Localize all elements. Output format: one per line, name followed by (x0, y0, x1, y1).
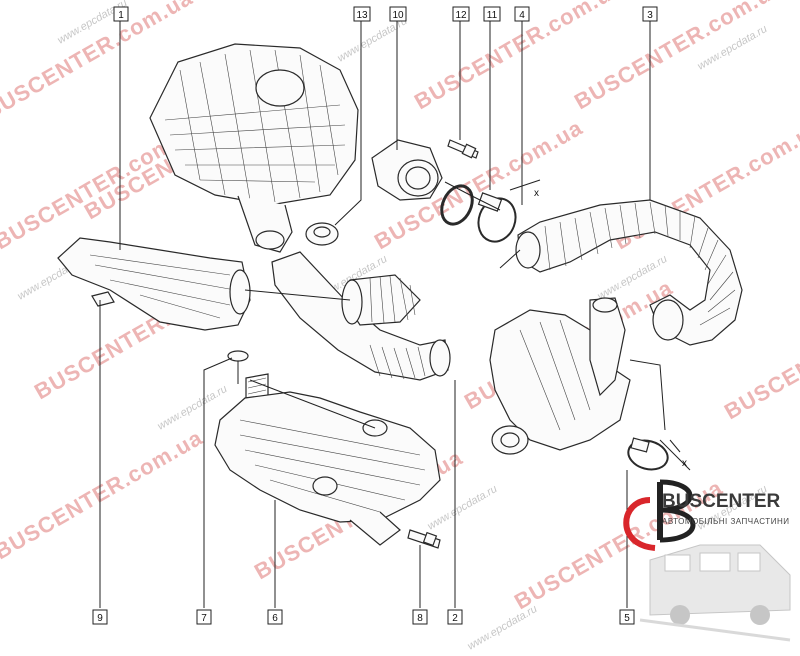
logo-tagline: АВТОМОБІЛЬНІ ЗАПЧАСТИНИ (662, 517, 789, 526)
watermark-brand: BUSCENTER.com.ua (570, 0, 787, 114)
callout-text: 6 (272, 613, 278, 624)
callout-5: 5 (619, 609, 635, 625)
callout-8: 8 (412, 609, 428, 625)
lower-air-box (214, 391, 441, 546)
hose-clamp-upper (477, 192, 517, 243)
dimension-mark-x: x (682, 458, 687, 469)
callout-text: 1 (118, 10, 124, 21)
callout-labels: 1 13 10 12 11 4 3 9 7 6 8 2 5 (92, 6, 658, 625)
callout-7: 7 (196, 609, 212, 625)
callout-text: 8 (417, 613, 423, 624)
buscenter-logo: BUSCENTER АВТОМОБІЛЬНІ ЗАПЧАСТИНИ (623, 479, 789, 551)
watermark-site: www.epcdata.ru (336, 15, 410, 65)
callout-text: 2 (452, 613, 458, 624)
callout-13: 13 (353, 6, 371, 22)
callout-4: 4 (514, 6, 530, 22)
air-intake-duct (57, 237, 251, 331)
callout-text: 13 (356, 10, 368, 21)
callout-text: 10 (392, 10, 404, 21)
callout-text: 7 (201, 613, 207, 624)
bolt-part-12 (447, 139, 479, 159)
callout-9: 9 (92, 609, 108, 625)
watermark-site: www.epcdata.ru (426, 483, 500, 533)
dimension-mark-x: x (534, 188, 539, 199)
turbocharger-assembly (489, 297, 631, 455)
callout-text: 9 (97, 613, 103, 624)
callout-10: 10 (389, 6, 407, 22)
callout-text: 5 (624, 613, 630, 624)
clip-part (91, 291, 115, 307)
air-filter-housing (149, 43, 359, 253)
callout-6: 6 (267, 609, 283, 625)
watermark-brand: BUSCENTER.com.ua (0, 425, 207, 565)
callout-3: 3 (642, 6, 658, 22)
callout-11: 11 (483, 6, 501, 22)
callout-text: 11 (487, 10, 498, 21)
bolt-part-8 (407, 529, 441, 549)
air-flow-meter (371, 139, 443, 201)
assembly-lines (99, 20, 691, 608)
hose-clamp-lower (627, 437, 669, 471)
callout-1: 1 (113, 6, 129, 22)
callout-text: 4 (519, 10, 525, 21)
bellows-hose (271, 251, 451, 381)
van-illustration (639, 544, 791, 642)
callout-text: 12 (455, 10, 467, 21)
o-ring (440, 184, 474, 226)
callout-12: 12 (452, 6, 470, 22)
corrugated-air-hose (515, 199, 743, 346)
callout-text: 3 (647, 10, 653, 21)
logo-wordmark: BUSCENTER (662, 491, 781, 512)
callout-2: 2 (447, 609, 463, 625)
grommet-part (305, 222, 339, 246)
